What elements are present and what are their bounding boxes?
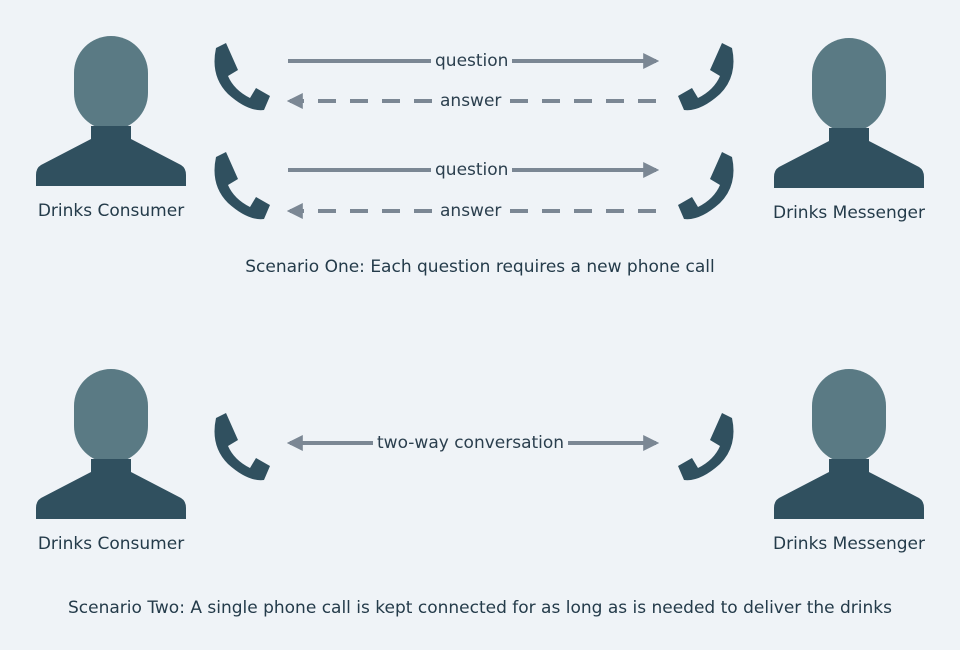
- phone-icon: [214, 43, 270, 111]
- scenario-two-caption: Scenario Two: A single phone call is kep…: [68, 598, 892, 618]
- question-label: question: [431, 51, 513, 71]
- phone-icon: [214, 413, 270, 481]
- phone-icon: [678, 43, 734, 111]
- consumer-avatar-scenario-one: [36, 36, 186, 186]
- messenger-label: Drinks Messenger: [773, 534, 925, 554]
- messenger-avatar-scenario-two: [774, 369, 924, 519]
- phone-icon: [678, 413, 734, 481]
- answer-label: answer: [436, 201, 506, 221]
- phone-icon: [678, 152, 734, 220]
- consumer-label: Drinks Consumer: [37, 201, 185, 221]
- phone-icon: [214, 152, 270, 220]
- consumer-label: Drinks Consumer: [37, 534, 185, 554]
- messenger-avatar-scenario-one: [774, 38, 924, 188]
- messenger-label: Drinks Messenger: [773, 203, 925, 223]
- consumer-avatar-scenario-two: [36, 369, 186, 519]
- conversation-label: two-way conversation: [373, 433, 569, 453]
- question-label: question: [431, 160, 513, 180]
- answer-label: answer: [436, 91, 506, 111]
- scenario-one-caption: Scenario One: Each question requires a n…: [245, 257, 715, 277]
